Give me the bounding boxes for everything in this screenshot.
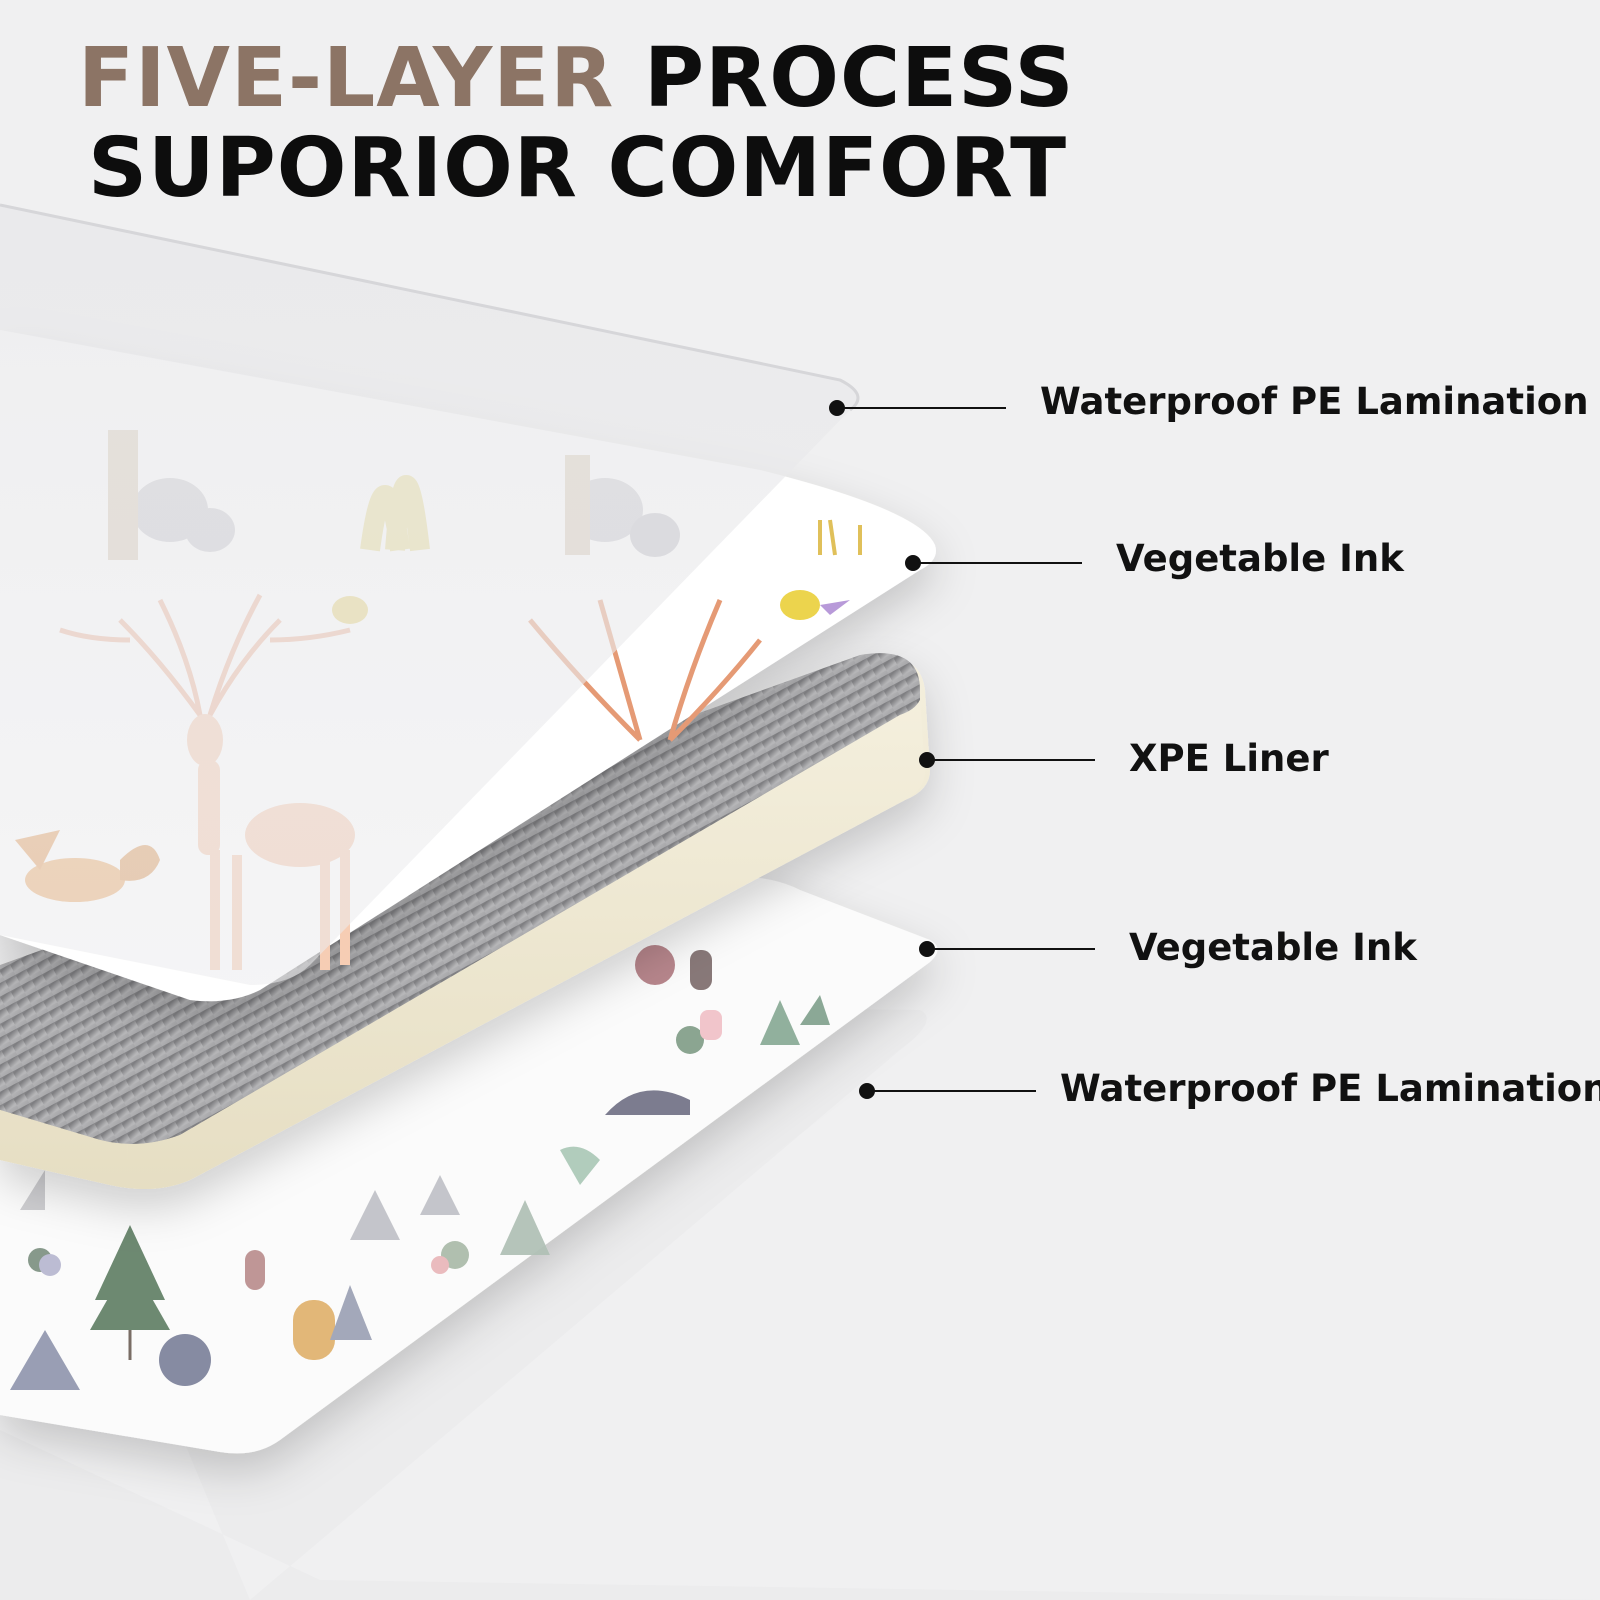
- headline-accent-text: FIVE-LAYER: [78, 31, 615, 126]
- label-waterproof-pe-lamination-top: Waterproof PE Lamination: [1040, 380, 1589, 423]
- headline-line-1: FIVE-LAYER PROCESS: [78, 38, 1075, 120]
- callout-leaders: [829, 400, 1095, 1099]
- label-xpe-liner: XPE Liner: [1129, 737, 1329, 780]
- xpe-foam-liner: [0, 653, 930, 1189]
- label-vegetable-ink-top: Vegetable Ink: [1116, 537, 1404, 580]
- label-vegetable-ink-bottom: Vegetable Ink: [1129, 926, 1417, 969]
- headline-rest-text: PROCESS: [644, 31, 1075, 126]
- label-waterproof-pe-lamination-bottom: Waterproof PE Lamination: [1060, 1067, 1600, 1110]
- forest-pattern: [10, 945, 830, 1390]
- top-lamination-sheet: [0, 205, 858, 985]
- headline-line-2: SUPORIOR COMFORT: [88, 121, 1068, 216]
